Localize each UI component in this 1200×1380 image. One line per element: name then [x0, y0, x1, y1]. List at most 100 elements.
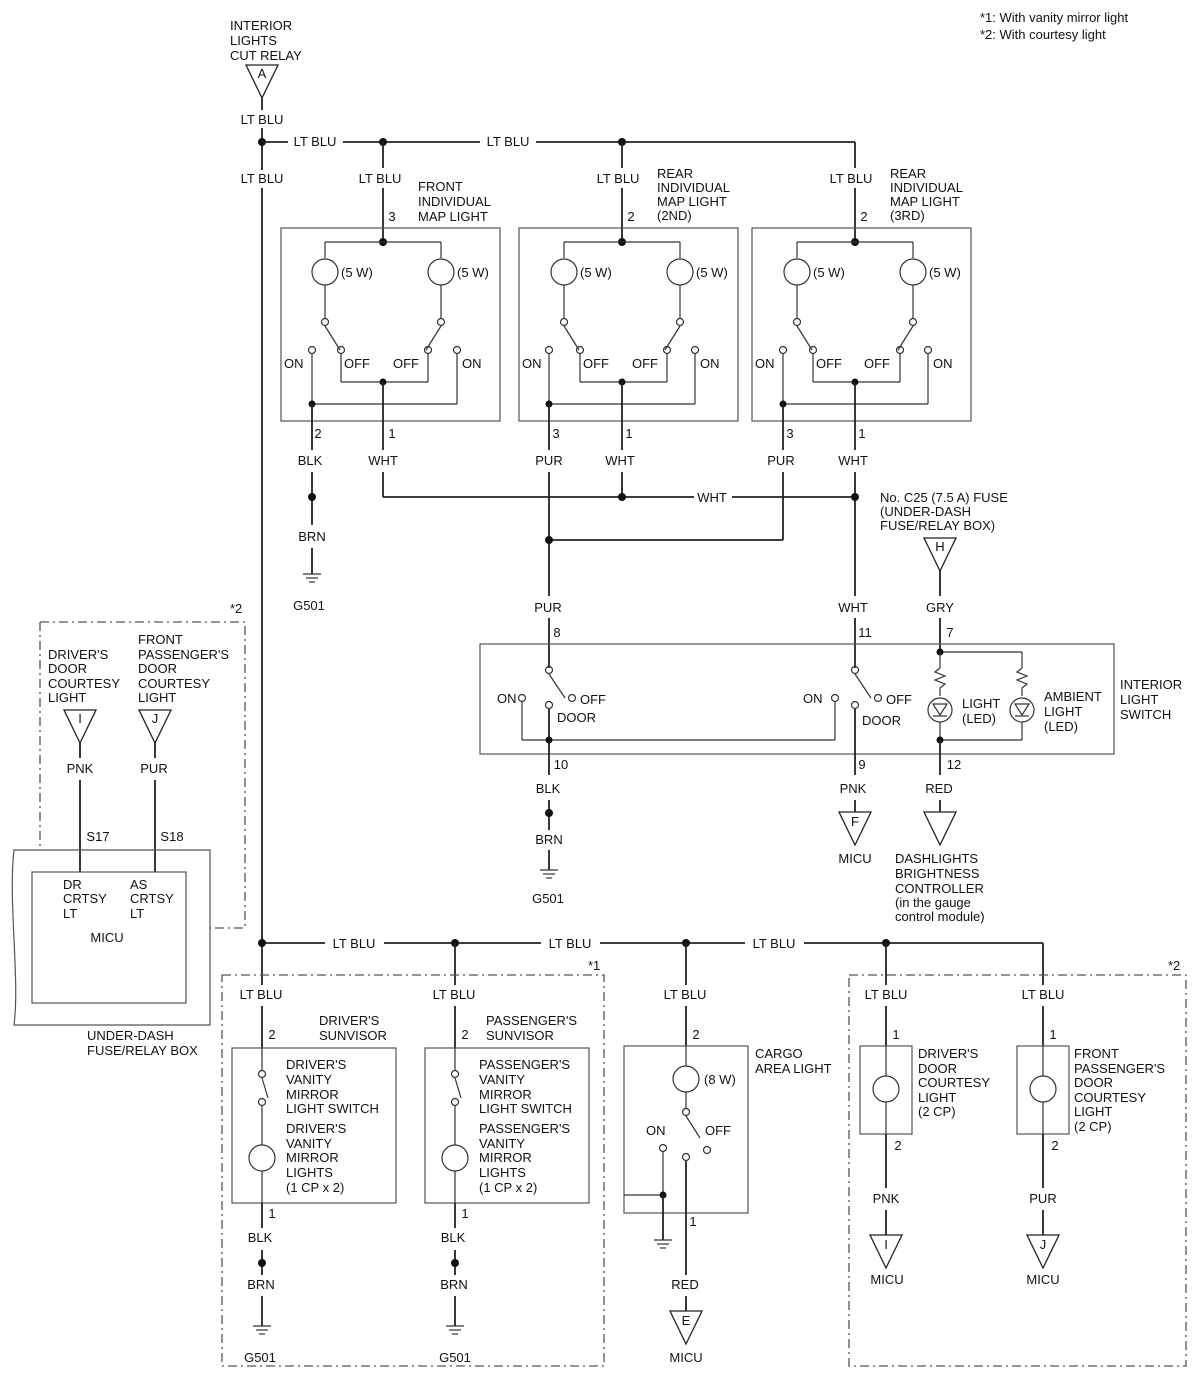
label: INDIVIDUAL — [418, 194, 491, 209]
interior-light-switch: INTERIOR LIGHT SWITCH ON OFF DOOR ON OFF… — [479, 643, 1182, 775]
label: LT BLU — [1022, 987, 1065, 1002]
terminal — [575, 345, 585, 355]
terminal — [450, 1097, 460, 1107]
label: (LED) — [962, 711, 996, 726]
label: RED — [671, 1277, 698, 1292]
label: J — [152, 711, 159, 726]
label: PUR — [767, 453, 794, 468]
label: OFF — [816, 356, 842, 371]
label: DR — [63, 877, 82, 892]
terminal — [690, 345, 700, 355]
label: PUR — [535, 453, 562, 468]
label: OFF — [864, 356, 890, 371]
wire — [324, 325, 341, 351]
label: CARGO — [755, 1046, 803, 1061]
label: FUSE/RELAY BOX — [87, 1043, 198, 1058]
label: (UNDER-DASH — [880, 504, 971, 519]
label: BLK — [298, 453, 323, 468]
label: WHT — [605, 453, 635, 468]
label: PUR — [1029, 1191, 1056, 1206]
label: 12 — [947, 757, 961, 772]
cargo-area-light: CARGO AREA LIGHT (8 W) ON OFF — [623, 1045, 832, 1249]
front-passengers-door-courtesy-light: FRONT PASSENGER'S DOOR COURTESY LIGHT (2… — [1016, 1045, 1165, 1135]
label: MICU — [669, 1350, 702, 1365]
connector-symbol — [931, 703, 949, 717]
label: FRONT — [1074, 1046, 1119, 1061]
label: VANITY — [479, 1136, 525, 1151]
label: LT BLU — [241, 112, 284, 127]
label: 1 — [268, 1206, 275, 1221]
label: LT BLU — [549, 936, 592, 951]
label: DOOR — [138, 661, 177, 676]
label: CONTROLLER — [895, 881, 984, 896]
label: DOOR — [557, 710, 596, 725]
label: (2 CP) — [918, 1104, 956, 1119]
label: I — [78, 711, 82, 726]
connector-f — [837, 811, 873, 847]
terminal — [658, 1143, 668, 1153]
label: PNK — [873, 1191, 900, 1206]
fuse-c25: No. C25 (7.5 A) FUSE (UNDER-DASH FUSE/RE… — [880, 490, 1008, 573]
label: *2 — [230, 601, 242, 616]
led — [1009, 697, 1035, 723]
terminal — [248, 1144, 276, 1172]
label: DOOR — [862, 713, 901, 728]
label: PASSENGER'S — [479, 1121, 570, 1136]
label: S17 — [86, 829, 109, 844]
connector-j — [1025, 1234, 1061, 1270]
label: BRN — [440, 1277, 467, 1292]
label: A — [258, 66, 267, 81]
label: 2 — [894, 1138, 901, 1153]
label: LIGHT — [962, 696, 1000, 711]
label: 1 — [689, 1214, 696, 1229]
connector-dashlights — [922, 811, 958, 847]
terminal — [320, 317, 330, 327]
label: DASHLIGHTS — [895, 851, 978, 866]
label: OFF — [580, 692, 606, 707]
component-box — [231, 1047, 397, 1204]
terminal — [567, 693, 577, 703]
terminal — [851, 493, 859, 501]
label: MAP LIGHT — [418, 209, 488, 224]
label: LT BLU — [753, 936, 796, 951]
component-box — [751, 227, 972, 422]
label: (1 CP x 2) — [286, 1180, 344, 1195]
label: MIRROR — [286, 1150, 339, 1165]
label: BLK — [248, 1230, 273, 1245]
label: LT — [63, 906, 77, 921]
label: J — [1040, 1237, 1047, 1252]
terminal — [336, 345, 346, 355]
ground-symbol — [446, 1325, 464, 1335]
label: OFF — [886, 692, 912, 707]
label: LT — [130, 906, 144, 921]
label: 1 — [461, 1206, 468, 1221]
bulb — [899, 258, 927, 286]
label: (3RD) — [890, 208, 925, 223]
label: 2 — [692, 1027, 699, 1042]
label: VANITY — [286, 1072, 332, 1087]
dashlights-brightness-controller: DASHLIGHTS BRIGHTNESS CONTROLLER (in the… — [895, 851, 985, 924]
terminal — [850, 700, 860, 710]
label: INDIVIDUAL — [890, 180, 963, 195]
label: (5 W) — [457, 265, 489, 280]
label: LIGHT SWITCH — [286, 1101, 379, 1116]
label: AMBIENT — [1044, 689, 1102, 704]
label: BRN — [247, 1277, 274, 1292]
label: (5 W) — [341, 265, 373, 280]
label: 2 — [314, 426, 321, 441]
label: (5 W) — [580, 265, 612, 280]
label: ON — [755, 356, 775, 371]
drivers-sunvisor: DRIVER'S SUNVISOR DRIVER'S VANITY MIRROR… — [231, 1013, 397, 1204]
label: ON — [700, 356, 720, 371]
label: DOOR — [48, 661, 87, 676]
label: BLK — [441, 1230, 466, 1245]
label: 3 — [552, 426, 559, 441]
label: WHT — [838, 600, 868, 615]
label: 3 — [786, 426, 793, 441]
terminal — [681, 1107, 691, 1117]
label: (5 W) — [696, 265, 728, 280]
terminal — [873, 693, 883, 703]
label: 1 — [625, 426, 632, 441]
label: (5 W) — [813, 265, 845, 280]
label: BRIGHTNESS — [895, 866, 980, 881]
